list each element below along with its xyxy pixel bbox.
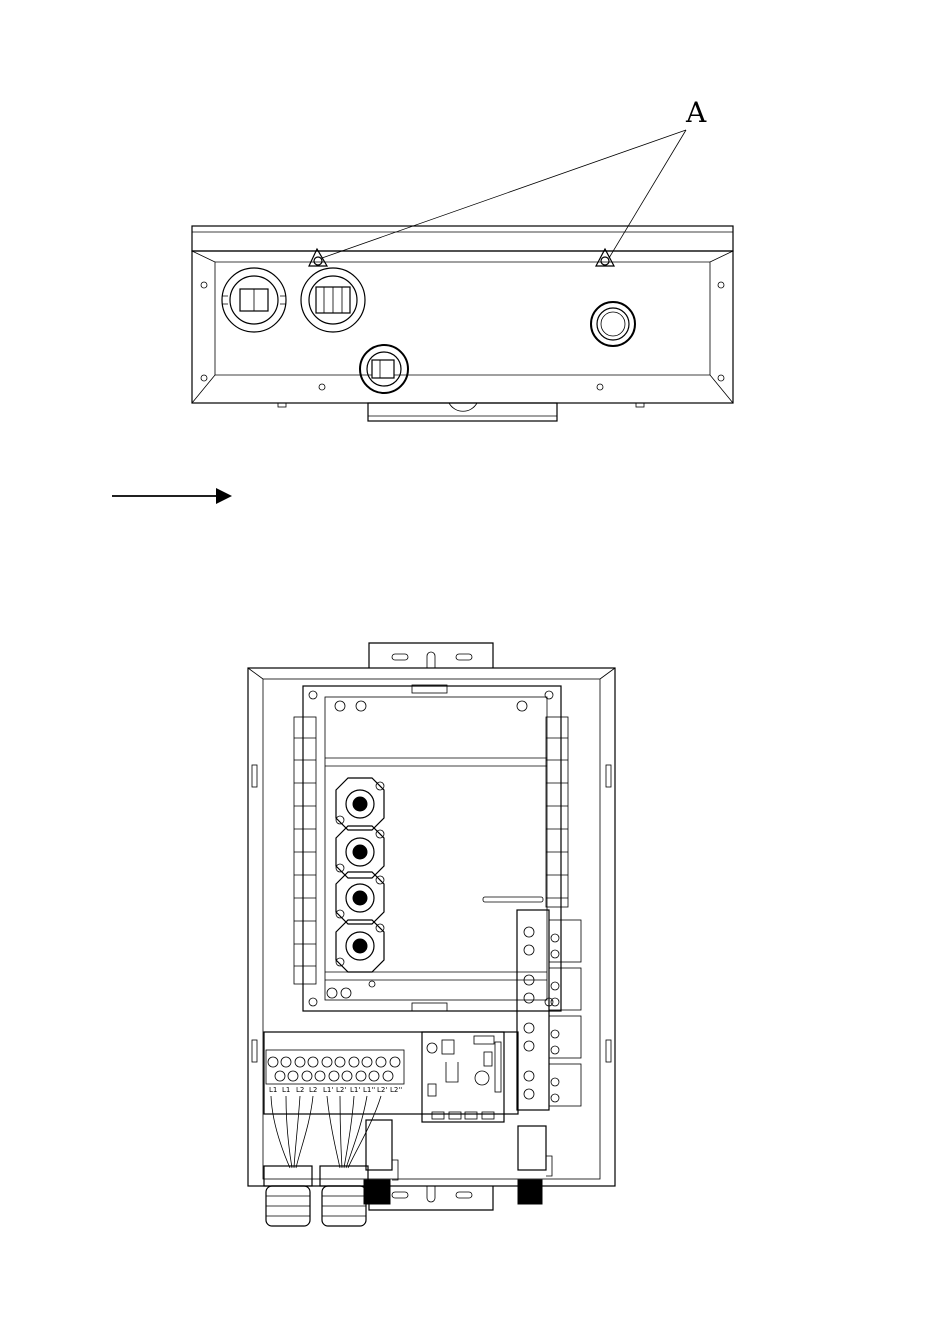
terminal-label: L1 (269, 1086, 277, 1094)
leader-line-left (322, 130, 686, 258)
bottom-gland-middle (320, 1166, 368, 1226)
terminal-label: L2 (296, 1086, 304, 1094)
terminal-label: L1' (323, 1086, 333, 1094)
direction-arrow (112, 488, 232, 504)
left-terminal-rail (294, 717, 316, 984)
cable-gland-2 (301, 268, 365, 332)
enclosure-bottom-view: A (192, 96, 733, 421)
wiring (271, 1096, 381, 1168)
toroid-1 (336, 778, 384, 830)
terminal-label: L1 (282, 1086, 290, 1094)
terminal-label: L2 (309, 1086, 317, 1094)
terminal-label: L2' (377, 1086, 387, 1094)
toroid-4 (336, 920, 384, 972)
callout-label-a: A (685, 96, 707, 129)
terminal-label: L2' (336, 1086, 346, 1094)
cable-gland-right (591, 302, 635, 346)
toroid-3 (336, 872, 384, 924)
enclosure-open-view: L1 L1 L2 L2 L1' L2' L1' L1'' L2' L2'' (248, 643, 615, 1226)
right-terminal-rail (546, 717, 568, 907)
terminal-label: L1' (350, 1086, 360, 1094)
leader-line-right (609, 130, 686, 258)
cable-gland-bottom (360, 345, 408, 393)
relay-stack (517, 910, 581, 1110)
terminal-label: L1'' (363, 1086, 375, 1094)
bottom-gland-left (264, 1166, 312, 1226)
connector-right (518, 1126, 552, 1204)
control-pcb (422, 1032, 504, 1122)
toroid-2 (336, 826, 384, 878)
terminal-label: L2'' (390, 1086, 402, 1094)
mounting-plate (303, 685, 561, 1011)
cable-gland-1 (222, 268, 286, 332)
